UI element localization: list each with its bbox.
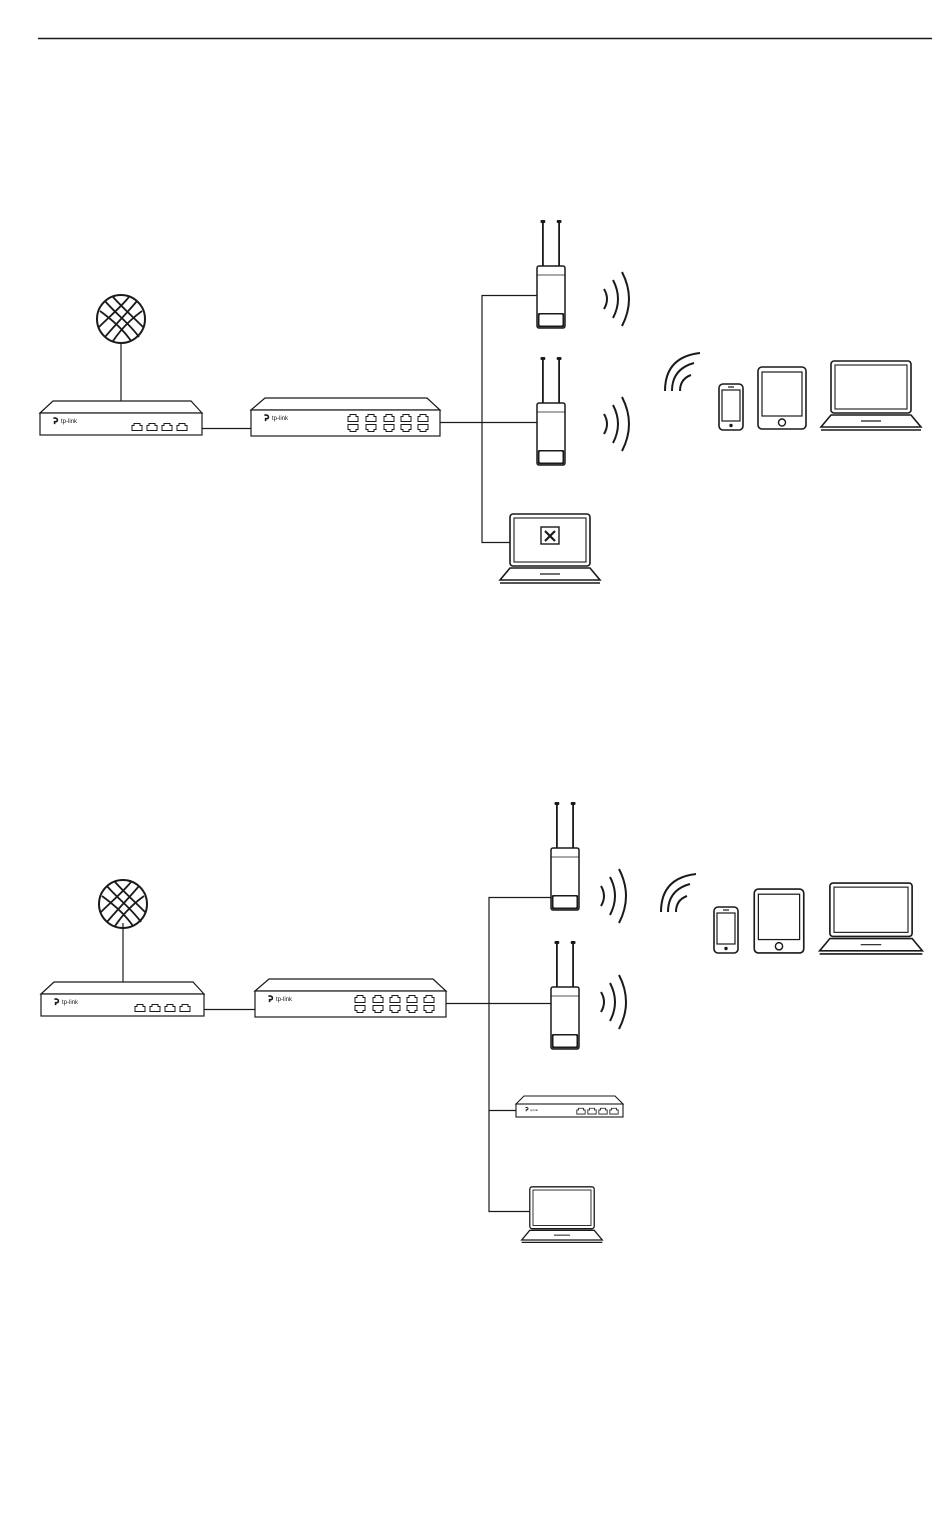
tablet-icon [754,889,804,953]
access-point-icon [551,802,579,910]
controller-brand-label: tp-link [530,1108,539,1112]
laptop-icon [821,361,921,430]
router: tp-link [40,401,202,435]
tablet-icon [758,367,806,429]
internet-globe-icon [99,880,147,928]
connection-lines [123,898,554,1212]
router-brand-label: tp-link [62,1000,79,1006]
wireless-clients [665,353,921,430]
smartphone-icon [714,907,738,953]
switch-brand-label: tp-link [272,416,289,422]
wifi-signal-icon [604,272,629,326]
access-point-icon [537,220,565,328]
wireless-clients [661,874,922,954]
wifi-signal-icon [601,869,626,923]
diagram-1: tp-link tp-link [40,220,921,583]
switch: tp-link [255,979,446,1017]
router: tp-link [41,982,204,1016]
laptop-icon [522,1187,603,1243]
smartphone-icon [719,384,743,430]
switch: tp-link [251,398,440,436]
controller: tp-link [516,1096,623,1117]
wifi-receive-icon [661,874,696,912]
laptop-icon [820,883,923,954]
switch-brand-label: tp-link [276,997,293,1003]
wifi-signal-icon [601,975,626,1029]
diagram-2: tp-link tp-link [41,802,922,1242]
router-brand-label: tp-link [61,419,78,425]
access-point-icon [537,357,565,465]
internet-globe-icon [97,295,145,343]
access-point-icon [551,941,579,1049]
wifi-signal-icon [604,397,629,451]
wifi-receive-icon [665,353,700,391]
laptop-icon [500,514,600,583]
management-laptop [500,514,600,583]
